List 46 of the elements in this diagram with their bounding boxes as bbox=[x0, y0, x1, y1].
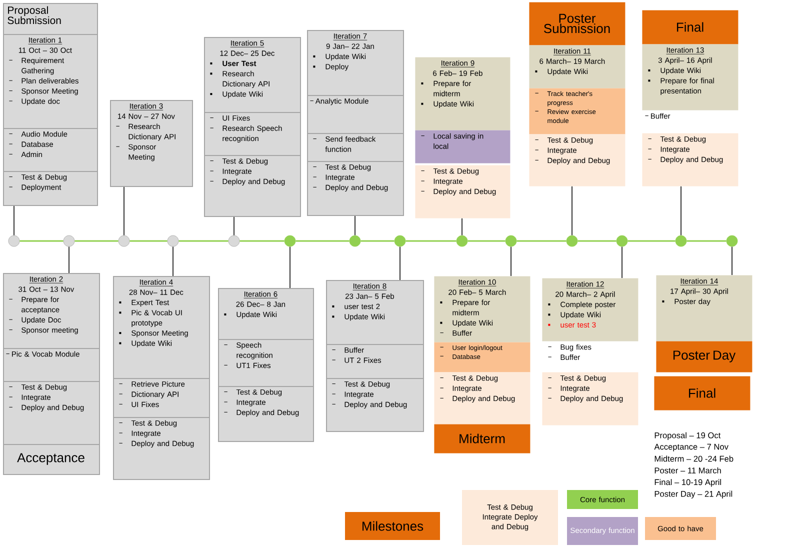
timeline-dot bbox=[228, 235, 240, 247]
timeline-dot bbox=[63, 235, 75, 247]
timeline-segment bbox=[240, 240, 284, 242]
timeline-segment bbox=[178, 240, 228, 242]
connector-line bbox=[172, 246, 174, 276]
milestone-date: Midterm – 20 -24 Feb bbox=[654, 456, 734, 462]
timeline-dot bbox=[349, 235, 361, 247]
timeline-segment bbox=[360, 240, 394, 242]
timeline-dot bbox=[675, 235, 687, 247]
milestone-box: Proposal Submission bbox=[3, 3, 98, 35]
timeline-dot bbox=[394, 235, 406, 247]
timeline-segment bbox=[686, 240, 726, 242]
timeline-dot bbox=[167, 235, 179, 247]
timeline-segment bbox=[628, 240, 676, 242]
timeline-dot bbox=[726, 235, 738, 247]
timeline-segment bbox=[20, 240, 64, 242]
timeline-segment bbox=[468, 240, 506, 242]
milestone-date: Proposal – 19 Oct bbox=[654, 432, 721, 440]
connector-line bbox=[68, 246, 70, 274]
milestone-box: Acceptance bbox=[3, 444, 100, 475]
milestone-date: Poster Day – 21 April bbox=[654, 490, 732, 498]
milestone-date: Poster – 11 March bbox=[654, 467, 721, 474]
timeline-dot bbox=[566, 235, 578, 247]
milestone-box: Midterm bbox=[434, 424, 530, 454]
milestone-box: Final bbox=[642, 10, 738, 44]
milestone-box: Poster Submission bbox=[529, 2, 626, 46]
timeline-dot bbox=[284, 235, 296, 247]
timeline-segment bbox=[578, 240, 616, 242]
timeline-segment bbox=[296, 240, 350, 242]
timeline-segment bbox=[74, 240, 118, 242]
milestone-date: Acceptance – 7 Nov bbox=[654, 444, 728, 452]
milestone-box: Final bbox=[654, 376, 750, 410]
legend-item: Milestones bbox=[345, 512, 440, 540]
timeline-dot bbox=[505, 235, 517, 247]
timeline-dot bbox=[118, 235, 130, 247]
connector-line bbox=[680, 186, 682, 236]
connector-line bbox=[354, 216, 356, 236]
timeline-segment bbox=[406, 240, 456, 242]
timeline-segment bbox=[130, 240, 168, 242]
timeline-dot bbox=[616, 235, 628, 247]
timeline-dot bbox=[456, 235, 468, 247]
milestone-date: Final – 10-19 April bbox=[654, 479, 721, 487]
timeline-dot bbox=[8, 235, 20, 247]
milestone-box: Poster Day bbox=[656, 341, 752, 372]
timeline-segment bbox=[516, 240, 566, 242]
connector-line bbox=[510, 246, 512, 276]
